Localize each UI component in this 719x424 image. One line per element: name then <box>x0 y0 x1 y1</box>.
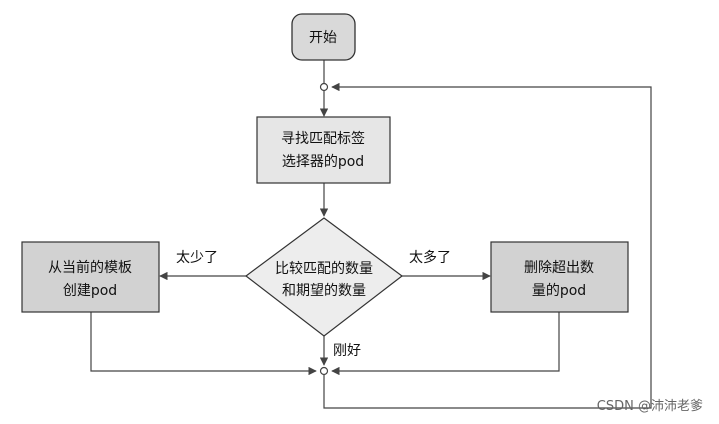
delete-pod-node: 删除超出数 量的pod <box>490 241 629 313</box>
edge-create-to-junction <box>90 312 317 376</box>
compare-label-line2: 和期望的数量 <box>282 283 366 299</box>
edge-label-just-right: 刚好 <box>333 343 361 359</box>
delete-pod-label-line2: 量的pod <box>532 283 586 299</box>
compare-decision: 比较匹配的数量 和期望的数量 <box>245 217 403 337</box>
create-pod-label-line1: 从当前的模板 <box>48 259 132 276</box>
edge-loop-back <box>323 82 652 409</box>
find-pods-node: 寻找匹配标签 选择器的pod <box>256 116 391 184</box>
junction-bottom <box>319 366 329 376</box>
start-node: 开始 <box>291 13 356 61</box>
edge-label-too-few: 太少了 <box>176 250 218 266</box>
edge-label-too-many: 太多了 <box>409 249 451 266</box>
create-pod-node: 从当前的模板 创建pod <box>21 241 160 313</box>
delete-pod-label-line1: 删除超出数 <box>524 260 594 276</box>
create-pod-label-line2: 创建pod <box>63 283 117 299</box>
junction-top <box>319 82 329 92</box>
find-pods-label-line2: 选择器的pod <box>282 154 364 170</box>
compare-label-line1: 比较匹配的数量 <box>275 261 373 277</box>
watermark: CSDN @沛沛老爹 <box>597 399 703 414</box>
connectors <box>90 60 652 409</box>
edge-delete-to-junction <box>331 312 560 376</box>
start-label: 开始 <box>309 30 337 46</box>
find-pods-label-line1: 寻找匹配标签 <box>281 130 365 147</box>
